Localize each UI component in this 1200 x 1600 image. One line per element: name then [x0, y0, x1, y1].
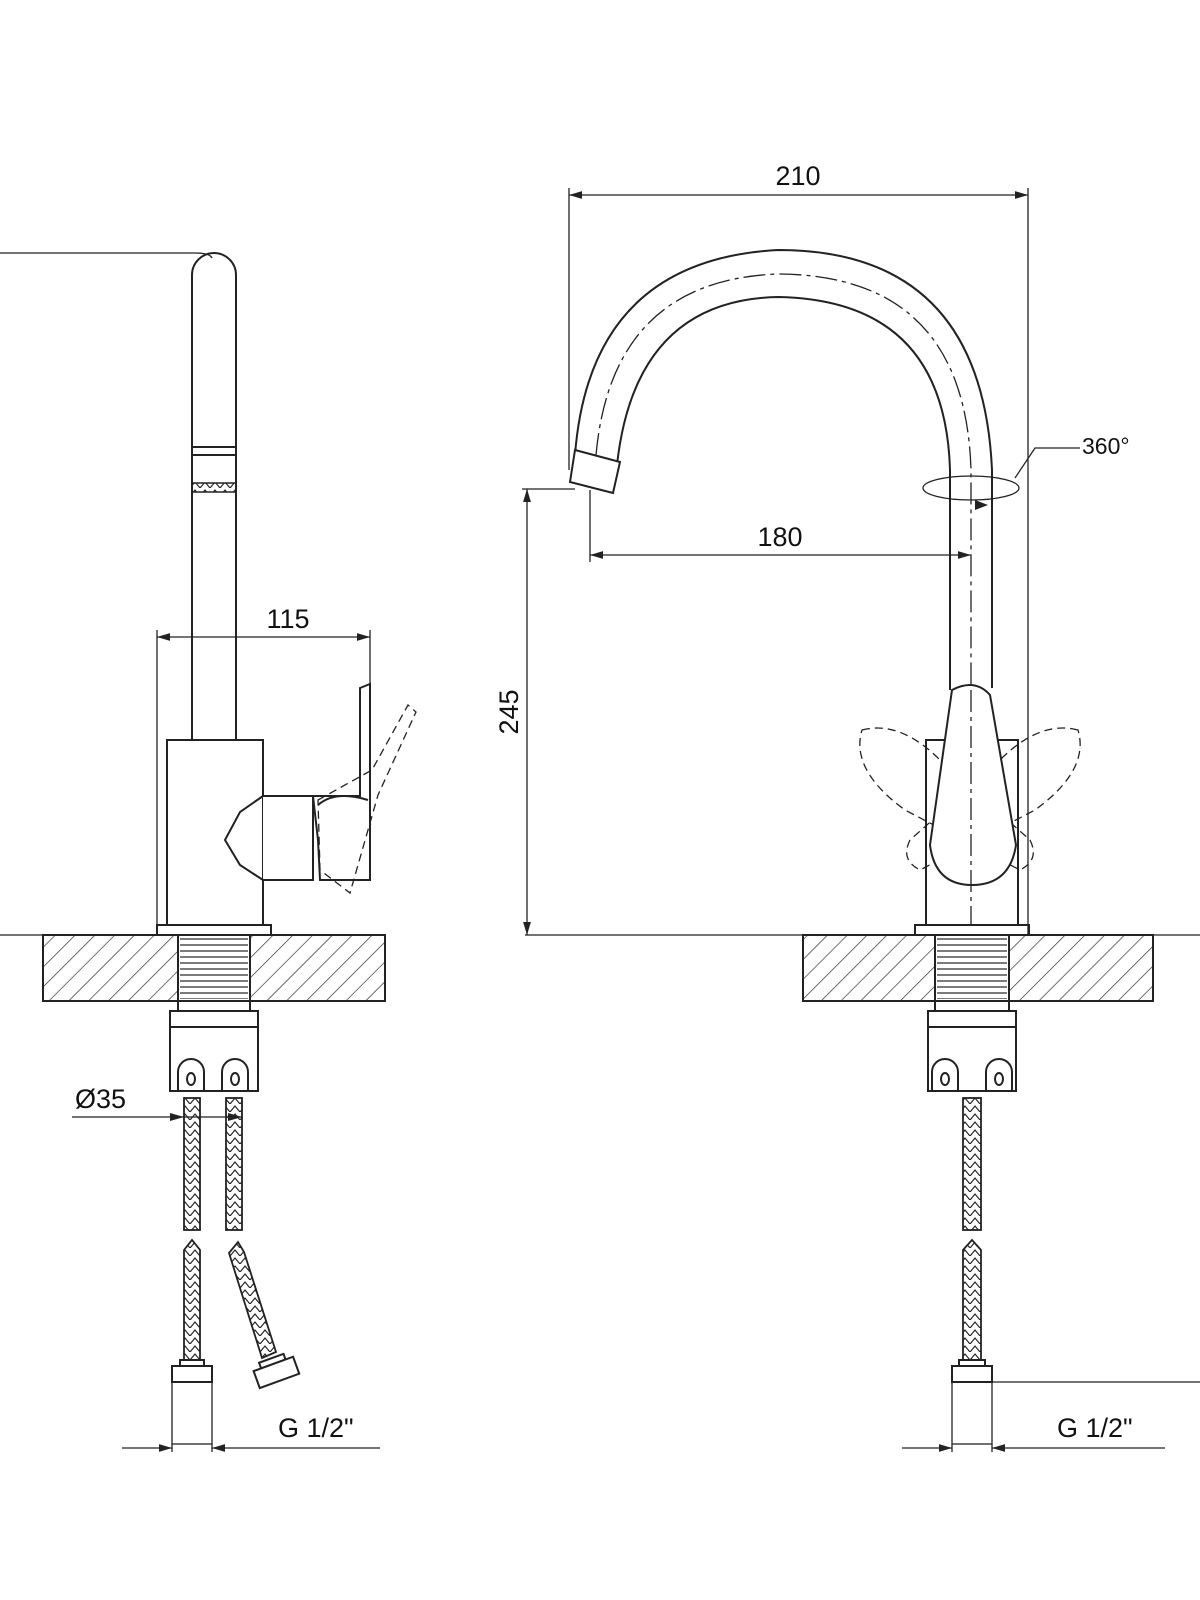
rotation-leader [1014, 447, 1080, 479]
side-thread-lines [180, 937, 248, 999]
side-lever-alt-position [317, 703, 417, 895]
dim-d35-arrow-left [170, 1113, 184, 1121]
front-handle-alt-left [859, 727, 1034, 871]
front-connector-body [951, 1381, 993, 1445]
side-hose-right-lower [227, 1240, 278, 1360]
front-connector-nut [951, 1365, 993, 1383]
side-hose-left-lower [183, 1238, 201, 1361]
dim-115-label: 115 [266, 604, 309, 634]
front-lock-washer [934, 1000, 1010, 1012]
rotation-arrow [975, 500, 988, 510]
front-base-flange [914, 924, 1030, 936]
side-body [166, 739, 264, 926]
rotation-ellipse [922, 475, 1020, 501]
dim-d35-arrow-right [228, 1113, 242, 1121]
front-handle-alt-right [906, 727, 1081, 871]
dim-d35-label: Ø35 [75, 1084, 126, 1114]
front-spout-inner [616, 295, 951, 690]
side-lock-nut [169, 1010, 259, 1028]
side-hose-fitting-left [177, 1058, 205, 1092]
side-fitting-hole-right [230, 1072, 240, 1086]
side-connector-nut-left [171, 1365, 213, 1383]
side-spout-tube [191, 252, 237, 740]
front-hose-fitting-left [931, 1058, 959, 1092]
side-fitting-hole-left [186, 1072, 196, 1086]
front-fitting-hole-right [994, 1072, 1004, 1086]
dim-180-label: 180 [757, 522, 802, 552]
front-hose-lower [962, 1238, 982, 1361]
side-aerator-mesh [191, 482, 237, 493]
side-hose-left-upper [183, 1097, 201, 1231]
front-lever-handle [928, 684, 1018, 887]
side-hose-fitting-right [221, 1058, 249, 1092]
front-lock-nut [927, 1010, 1017, 1028]
side-connector-body-left [171, 1381, 213, 1445]
side-lever-handle [311, 682, 371, 881]
front-thread-lines [937, 937, 1007, 999]
front-spout-outer [574, 248, 993, 688]
front-hose-fitting-right [985, 1058, 1013, 1092]
side-view: 115 Ø35 G 1/2" [0, 252, 417, 1452]
dim-g12-right-label: G 1/2" [1057, 1413, 1133, 1443]
front-view: 360° 210 180 245 [494, 161, 1200, 1452]
front-fitting-hole-left [940, 1072, 950, 1086]
side-lever-curve [317, 795, 369, 806]
dim-245-label: 245 [494, 689, 524, 734]
front-aerator-tip [568, 448, 622, 495]
side-cartridge-dome [223, 795, 264, 881]
spout-leader-line [0, 252, 213, 259]
side-hose-right-upper [225, 1097, 243, 1231]
side-aerator-ring [191, 446, 237, 456]
side-handle-base [263, 795, 314, 881]
front-hose-upper [962, 1097, 982, 1231]
dim-g12-left-label: G 1/2" [278, 1413, 354, 1443]
side-lock-washer [177, 1000, 251, 1012]
front-spout-centerline [595, 273, 972, 935]
side-base-flange [156, 924, 272, 936]
rotation-label: 360° [1082, 433, 1130, 459]
side-connector-nut-right [252, 1355, 301, 1390]
dim-210-label: 210 [775, 161, 820, 191]
